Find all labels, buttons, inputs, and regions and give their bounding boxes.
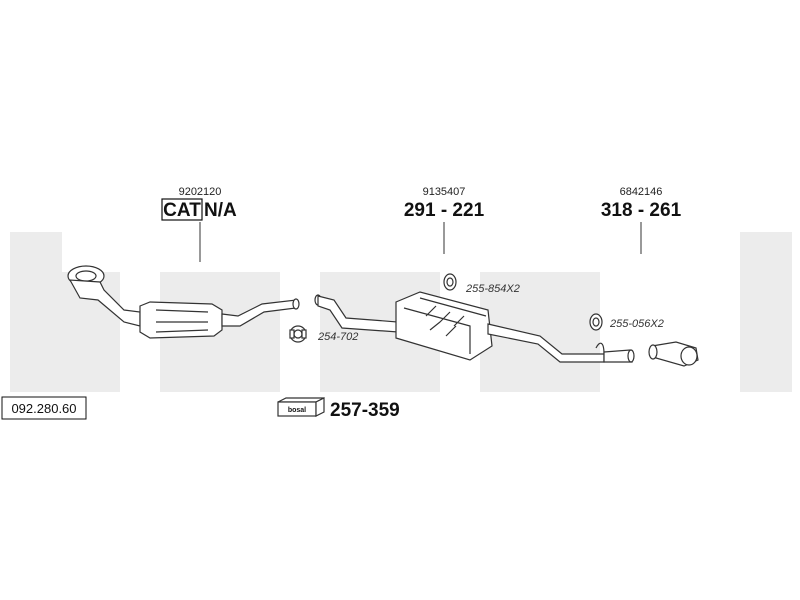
middle-silencer-assembly[interactable] xyxy=(314,291,635,363)
accessory-code-hanger-1[interactable]: 255-854X2 xyxy=(465,283,520,295)
front-pipe-with-catalyst[interactable] xyxy=(67,265,300,339)
clamp-icon[interactable] xyxy=(289,325,307,343)
rubber-hanger-icon[interactable] xyxy=(443,273,457,291)
rear-silencer[interactable] xyxy=(648,341,699,367)
mounting-kit-box-label: bosal xyxy=(288,407,306,414)
oem-number-middle-silencer: 9135407 xyxy=(423,186,466,198)
accessory-code-hanger-2[interactable]: 255-056X2 xyxy=(609,318,664,330)
cat-badge: CAT xyxy=(163,200,201,221)
cat-badge-frame xyxy=(161,198,203,221)
oem-number-catalyst: 9202120 xyxy=(179,186,222,198)
oem-number-rear-silencer: 6842146 xyxy=(620,186,663,198)
part-number-catalyst[interactable]: N/A xyxy=(204,200,237,221)
accessory-code-clamp[interactable]: 254-702 xyxy=(317,331,358,343)
mounting-kit-box-icon[interactable]: bosal xyxy=(277,397,325,417)
reference-number: 092.280.60 xyxy=(11,401,76,416)
rubber-hanger-icon[interactable] xyxy=(589,313,603,331)
part-number-middle-silencer[interactable]: 291 - 221 xyxy=(404,200,485,221)
reference-number-box xyxy=(1,396,87,420)
mounting-kit-part-number[interactable]: 257-359 xyxy=(330,400,400,421)
part-number-rear-silencer[interactable]: 318 - 261 xyxy=(601,200,682,221)
